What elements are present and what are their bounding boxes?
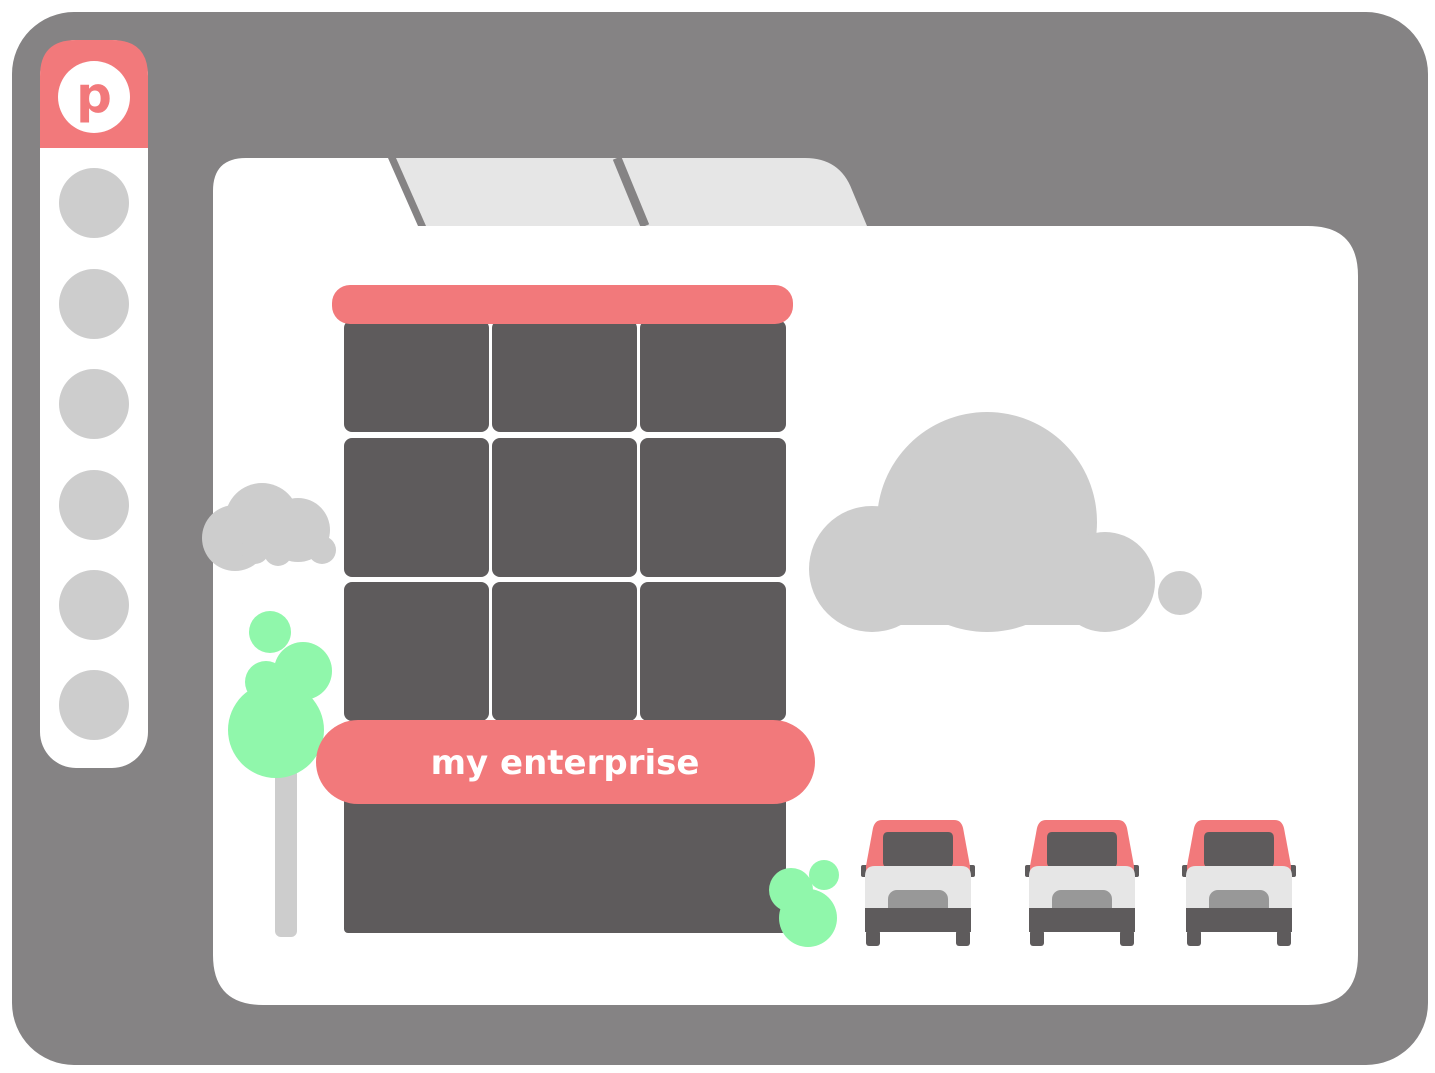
- building-roof: [332, 285, 793, 324]
- building-windows: [344, 320, 786, 721]
- large-cloud: [809, 412, 1202, 632]
- enterprise-sign-label: my enterprise: [431, 743, 700, 783]
- building: my enterprise: [316, 285, 815, 933]
- tree: [228, 611, 332, 937]
- car-3: [1182, 820, 1296, 946]
- sidebar-item-3[interactable]: [59, 369, 129, 439]
- car-1: [861, 820, 975, 946]
- tree-trunk: [275, 740, 297, 937]
- small-cloud: [202, 483, 336, 571]
- building-base: [344, 780, 786, 933]
- browser-tabs: [396, 156, 867, 228]
- sidebar-item-6[interactable]: [59, 670, 129, 740]
- app-logo-letter: p: [76, 66, 112, 124]
- sidebar-item-2[interactable]: [59, 269, 129, 339]
- tab-divider: [612, 156, 650, 228]
- bush: [769, 860, 839, 947]
- sidebar-item-4[interactable]: [59, 470, 129, 540]
- tab-inactive-2[interactable]: [620, 158, 867, 226]
- tab-inactive-1[interactable]: [396, 158, 648, 226]
- sidebar-item-1[interactable]: [59, 168, 129, 238]
- sidebar: p: [40, 40, 148, 768]
- enterprise-sign: [316, 720, 815, 804]
- car-2: [1025, 820, 1139, 946]
- app-logo-icon[interactable]: p: [58, 61, 130, 133]
- sidebar-item-5[interactable]: [59, 570, 129, 640]
